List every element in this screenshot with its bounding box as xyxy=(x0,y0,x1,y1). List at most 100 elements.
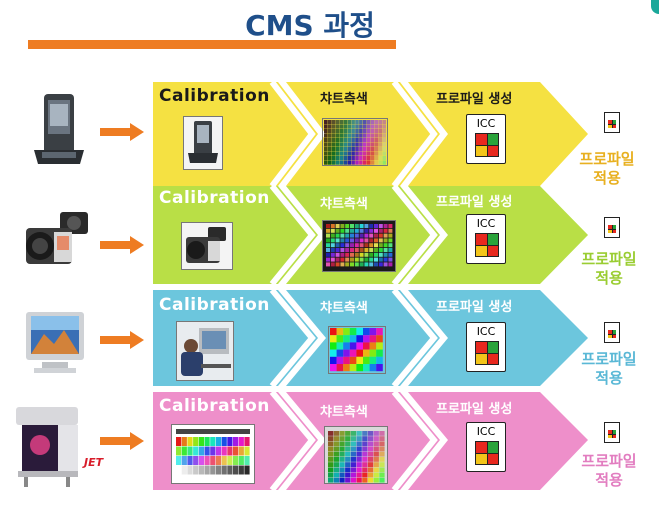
arrow-right-icon xyxy=(100,331,144,349)
chart-measure-label: 챠트측색 xyxy=(320,197,368,212)
color-patch xyxy=(383,238,388,243)
color-patch xyxy=(370,120,375,125)
color-patch xyxy=(339,142,344,147)
color-patch xyxy=(363,138,367,143)
color-patch xyxy=(350,224,354,228)
color-patch xyxy=(326,224,330,228)
color-patch xyxy=(359,151,363,156)
color-patch xyxy=(359,262,364,267)
color-patch xyxy=(359,138,363,143)
color-patch xyxy=(367,457,374,462)
color-patch xyxy=(339,451,345,457)
color-patch xyxy=(363,356,370,364)
color-patch xyxy=(343,156,348,161)
color-patch xyxy=(382,160,387,165)
color-patch xyxy=(356,349,363,357)
color-patch xyxy=(367,436,374,441)
color-patch xyxy=(376,364,383,372)
color-patch xyxy=(324,133,328,138)
color-patch xyxy=(330,233,335,238)
color-patch xyxy=(335,262,340,267)
color-patch xyxy=(351,129,355,134)
color-patch xyxy=(354,233,359,238)
color-patch xyxy=(366,160,371,165)
color-patch xyxy=(244,437,250,446)
color-patch xyxy=(379,477,385,483)
color-patch xyxy=(335,228,340,233)
color-patch xyxy=(369,364,377,372)
color-patch xyxy=(324,129,328,134)
color-patch xyxy=(333,457,339,462)
arrow-right-icon xyxy=(100,432,144,450)
color-patch xyxy=(335,243,340,248)
calibration-label: Calibration xyxy=(159,396,270,416)
color-patch xyxy=(378,252,383,257)
color-patch xyxy=(215,456,222,465)
chart-measure-label: 챠트측색 xyxy=(320,301,368,316)
color-patch xyxy=(238,437,244,446)
color-patch xyxy=(350,457,357,462)
color-patch xyxy=(363,147,367,152)
color-patch xyxy=(370,160,375,165)
color-patch xyxy=(336,335,344,343)
color-patch xyxy=(382,124,387,129)
icc-profile-icon: ICC xyxy=(466,214,506,264)
color-patch xyxy=(330,335,337,343)
color-patch xyxy=(370,147,375,152)
color-patch xyxy=(356,457,362,462)
color-patch xyxy=(349,328,357,336)
color-patch xyxy=(374,120,379,125)
color-patch xyxy=(328,451,334,457)
color-patch xyxy=(333,431,339,436)
color-patch xyxy=(244,465,250,475)
color-patch xyxy=(340,248,345,252)
printer-icon xyxy=(16,407,78,487)
color-patch xyxy=(351,147,355,152)
color-patch xyxy=(336,328,344,336)
color-patch xyxy=(383,257,388,262)
color-patch xyxy=(331,120,336,125)
color-patch xyxy=(331,129,336,134)
color-patch xyxy=(336,349,344,357)
color-patch xyxy=(343,342,350,350)
color-patch xyxy=(343,364,350,372)
color-patch xyxy=(345,224,350,228)
color-patch xyxy=(181,465,187,475)
color-patch xyxy=(328,436,334,441)
chart-target-thumbnail xyxy=(328,326,386,374)
color-patch xyxy=(359,252,364,257)
color-patch xyxy=(339,467,345,473)
color-patch xyxy=(356,472,362,478)
color-patch xyxy=(343,120,348,125)
color-patch xyxy=(345,431,351,436)
color-patch xyxy=(345,248,350,252)
color-patch xyxy=(373,431,379,436)
color-patch xyxy=(366,124,371,129)
color-patch xyxy=(347,147,351,152)
color-patch xyxy=(359,238,364,243)
color-patch xyxy=(356,335,363,343)
color-patch xyxy=(345,262,350,267)
icc-profile-icon: ICC xyxy=(466,322,506,372)
color-patch xyxy=(378,129,383,134)
color-patch xyxy=(233,456,239,465)
color-patch xyxy=(339,431,345,436)
color-patch xyxy=(382,129,387,134)
color-patch xyxy=(370,133,375,138)
color-patch xyxy=(376,328,383,336)
color-patch xyxy=(347,129,351,134)
color-patch xyxy=(378,142,383,147)
color-patch xyxy=(347,120,351,125)
color-patch xyxy=(379,446,385,452)
color-patch xyxy=(345,252,350,257)
color-patch xyxy=(363,129,367,134)
title-underline xyxy=(28,40,396,49)
color-patch xyxy=(349,335,357,343)
color-patch xyxy=(347,142,351,147)
color-patch xyxy=(339,441,345,447)
color-patch xyxy=(238,456,244,465)
color-patch xyxy=(333,446,339,452)
color-patch xyxy=(374,138,379,143)
